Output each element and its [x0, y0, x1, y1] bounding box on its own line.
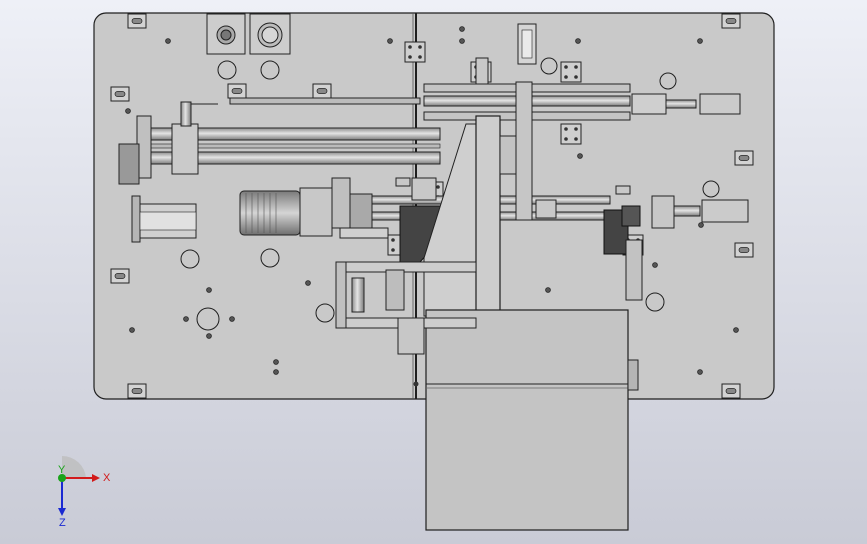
bearing-housing [118, 101, 218, 243]
coordinate-triad: X Y Z [58, 455, 111, 529]
pneumatic-cylinders [625, 93, 749, 301]
main-column [475, 23, 537, 435]
y-axis-label: Y [58, 464, 66, 476]
y-axis-dot [58, 474, 66, 482]
slide-frame [335, 261, 477, 355]
x-axis-label: X [103, 472, 111, 484]
connector-boxes [206, 13, 291, 55]
plate-bores [180, 57, 720, 331]
servo-motor [239, 177, 389, 239]
collection-bin [413, 309, 639, 531]
z-axis-label: Z [59, 517, 66, 529]
fixtures [395, 57, 631, 219]
